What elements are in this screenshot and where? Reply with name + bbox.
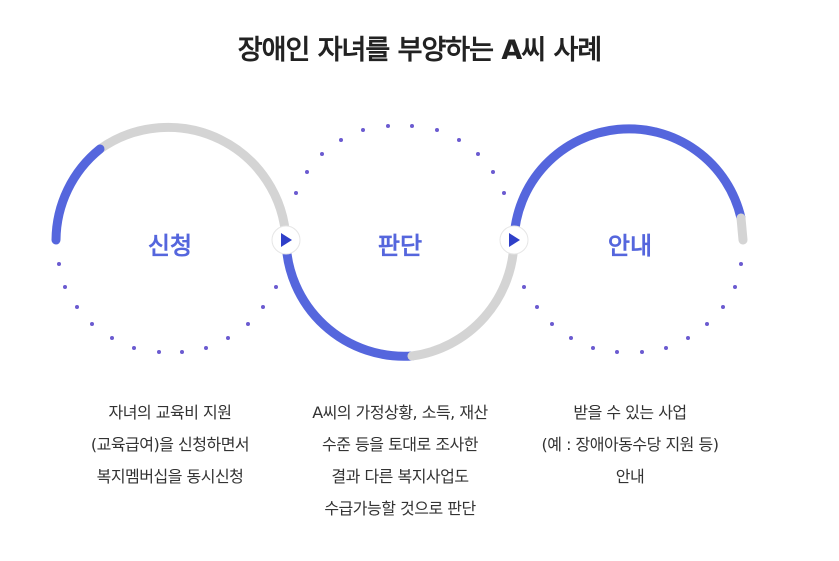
step-2-dotted-arc [294, 124, 506, 195]
step-3-line: 안내 [615, 467, 645, 486]
step-2-progress-arc [281, 235, 417, 361]
step-3-line: 받을 수 있는 사업 [573, 403, 687, 422]
step-2-line: 수급가능할 것으로 판단 [324, 499, 476, 518]
step-3-ring [509, 124, 748, 354]
step-1-progress-arc [51, 144, 105, 245]
step-1-dotted-arc [57, 262, 278, 354]
step-2-line: 결과 다른 복지사업도 [331, 467, 469, 486]
step-2-track-arc [407, 235, 519, 361]
chevron-right-icon [281, 233, 292, 247]
step-1-ring [51, 122, 291, 354]
chevron-right-icon [509, 233, 520, 247]
step-3-progress-arc [509, 124, 746, 245]
step-2-description: A씨의 가정상황, 소득, 재산 수준 등을 토대로 조사한 결과 다른 복지사… [270, 397, 530, 525]
step-2-label: 판단 [377, 232, 423, 260]
step-3-line: (예 : 장애아동수당 지원 등) [541, 435, 719, 454]
step-2-line: A씨의 가정상황, 소득, 재산 [312, 403, 488, 422]
step-1-description: 자녀의 교육비 지원 (교육급여)을 신청하면서 복지멤버십을 동시신청 [40, 397, 300, 493]
step-1-track-arc [95, 122, 291, 245]
step-1-line: 복지멤버십을 동시신청 [96, 467, 244, 486]
step-3-track-arc [736, 213, 748, 245]
step-1-line: (교육급여)을 신청하면서 [90, 435, 250, 454]
page-title: 장애인 자녀를 부양하는 A씨 사례 [237, 35, 602, 66]
step-2-line: 수준 등을 토대로 조사한 [322, 435, 478, 454]
step-1-line: 자녀의 교육비 지원 [108, 403, 232, 422]
step-2-ring [281, 124, 519, 361]
step-3-dotted-arc [522, 262, 743, 354]
step-3-description: 받을 수 있는 사업 (예 : 장애아동수당 지원 등) 안내 [500, 397, 760, 493]
connector-1 [271, 225, 301, 255]
connector-2 [499, 225, 529, 255]
step-1-label: 신청 [147, 232, 193, 260]
step-3-label: 안내 [607, 232, 653, 260]
